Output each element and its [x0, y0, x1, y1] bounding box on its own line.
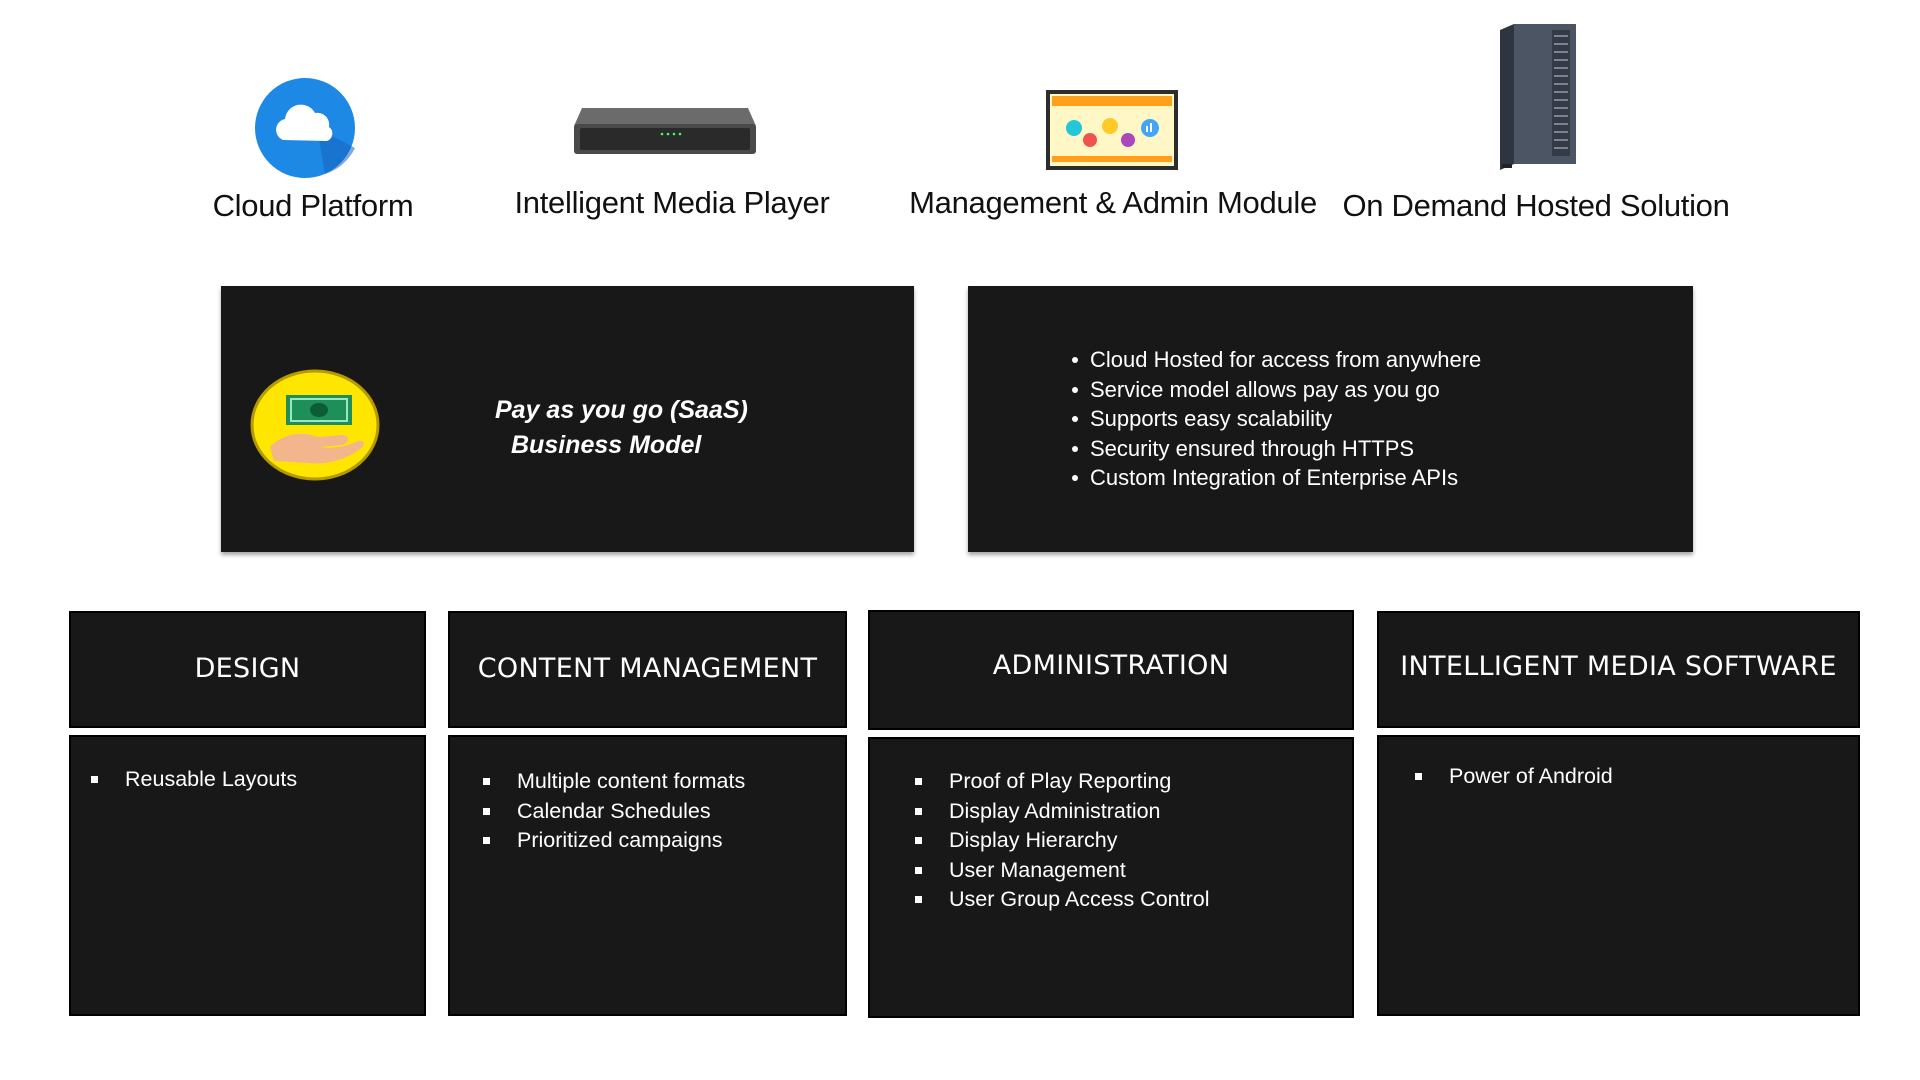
feature-item: Custom Integration of Enterprise APIs: [1072, 463, 1481, 493]
list-item: User Group Access Control: [913, 885, 1210, 915]
hosted-solution-item: [1500, 24, 1578, 170]
content-management-body: Multiple content formats Calendar Schedu…: [448, 735, 847, 1016]
admin-module-item: [1046, 90, 1178, 172]
list-item: Prioritized campaigns: [481, 826, 745, 856]
feature-item: Cloud Hosted for access from anywhere: [1072, 345, 1481, 375]
content-management-list: Multiple content formats Calendar Schedu…: [481, 767, 745, 856]
list-item: Proof of Play Reporting: [913, 767, 1210, 797]
design-body: Reusable Layouts: [69, 735, 426, 1016]
saas-line1: Pay as you go (SaaS): [495, 396, 748, 424]
administration-list: Proof of Play Reporting Display Administ…: [913, 767, 1210, 915]
list-item: User Management: [913, 856, 1210, 886]
intelligent-media-software-title: INTELLIGENT MEDIA SOFTWARE: [1400, 651, 1837, 682]
features-panel: Cloud Hosted for access from anywhere Se…: [968, 286, 1693, 552]
administration-title: ADMINISTRATION: [992, 650, 1230, 681]
hosted-solution-label: On Demand Hosted Solution: [1342, 188, 1730, 223]
list-item: Multiple content formats: [481, 767, 745, 797]
list-item: Power of Android: [1413, 762, 1613, 792]
list-item: Reusable Layouts: [89, 765, 297, 795]
cloud-platform-item: [255, 78, 355, 178]
administration-header: ADMINISTRATION: [868, 610, 1354, 730]
feature-item: Supports easy scalability: [1072, 404, 1481, 434]
feature-item: Service model allows pay as you go: [1072, 375, 1481, 405]
admin-module-label: Management & Admin Module: [909, 185, 1317, 220]
feature-item: Security ensured through HTTPS: [1072, 434, 1481, 464]
saas-model-panel: Pay as you go (SaaS) Business Model: [221, 286, 914, 552]
design-title: DESIGN: [194, 653, 301, 684]
list-item: Display Hierarchy: [913, 826, 1210, 856]
design-header: DESIGN: [69, 611, 426, 728]
list-item: Display Administration: [913, 797, 1210, 827]
saas-line2: Business Model: [511, 431, 702, 459]
cloud-platform-label: Cloud Platform: [212, 188, 414, 223]
intelligent-media-software-list: Power of Android: [1413, 762, 1613, 792]
money-hand-icon: [250, 369, 380, 481]
design-list: Reusable Layouts: [89, 765, 297, 795]
media-player-device-icon: [574, 108, 756, 154]
intelligent-media-software-header: INTELLIGENT MEDIA SOFTWARE: [1377, 611, 1860, 728]
list-item: Calendar Schedules: [481, 797, 745, 827]
features-list: Cloud Hosted for access from anywhere Se…: [1072, 345, 1481, 493]
cloud-icon: [255, 78, 355, 178]
media-player-item: [574, 108, 756, 158]
intelligent-media-software-body: Power of Android: [1377, 735, 1860, 1016]
server-tower-icon: [1500, 24, 1576, 170]
content-management-title: CONTENT MANAGEMENT: [477, 653, 818, 684]
administration-body: Proof of Play Reporting Display Administ…: [868, 737, 1354, 1018]
content-management-header: CONTENT MANAGEMENT: [448, 611, 847, 728]
media-player-label: Intelligent Media Player: [514, 185, 830, 220]
admin-dashboard-monitor-icon: [1046, 90, 1178, 170]
